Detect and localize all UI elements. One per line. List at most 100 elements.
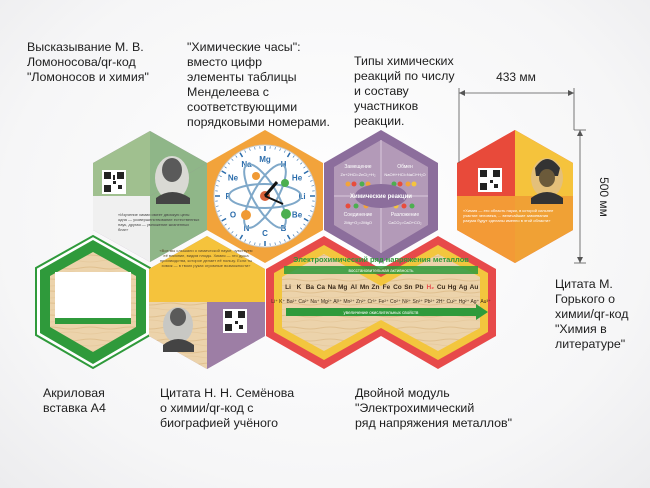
clock-tick [303, 170, 309, 175]
qr-code-icon[interactable] [478, 168, 502, 192]
clock-tick [274, 147, 276, 150]
electro-metal-symbol: Li [285, 284, 291, 291]
clock-element-label: He [292, 174, 303, 183]
lomonosov-portrait [155, 156, 190, 204]
electro-metal-symbol: Zn [372, 284, 380, 291]
reaction-q1-formula: Zn+2HCl=ZnCl₂+H₂ [340, 172, 375, 177]
hex-reactions: Замещение Zn+2HCl=ZnCl₂+H₂ Обмен NaOH+HC… [324, 130, 438, 263]
electro-metal-symbol: H₂ [426, 284, 434, 291]
electro-metal-symbol: Al [350, 284, 357, 291]
clock-tick [292, 155, 295, 158]
electro-metal-symbol: Au [470, 284, 479, 291]
electro-metal-symbol: K [297, 284, 302, 291]
hex-semenov: «Все мы слышали о химической науке, чувс… [149, 236, 265, 369]
clock-element-label: O [230, 211, 236, 220]
clock-tick [221, 217, 227, 222]
caption-double: Двойной модуль "Электрохимический ряд на… [355, 386, 513, 430]
height-label: 500 мм [597, 177, 611, 217]
clock-element-label: C [262, 229, 268, 238]
clock-tick [311, 205, 314, 207]
clock-tick [279, 148, 281, 151]
hex-gorky: «Химия — это область науки, в которой си… [457, 130, 573, 263]
electro-metal-symbol: Hg [448, 284, 457, 291]
clock-tick [231, 231, 234, 234]
clock-tick [224, 223, 227, 226]
width-label: 433 мм [496, 70, 536, 84]
electro-metal-symbol: Sn [404, 284, 412, 291]
clock-tick [308, 175, 311, 177]
caption-reactions: Типы химических реакций по числу и соста… [354, 54, 455, 128]
electro-arrow-bottom: увеличение окислительных свойств [344, 309, 420, 315]
clock-tick [292, 234, 295, 237]
electro-arrow-top: восстановительная активность [349, 268, 415, 273]
electro-row-ions: Li⁺ K⁺ Ba²⁺ Ca²⁺ Na⁺ Mg²⁺ Al³⁺ Mn²⁺ Zn²⁺… [271, 299, 491, 305]
clock-tick [254, 242, 256, 245]
caption-lomonosov: Высказывание М. В. Ломоносова/qr-код "Ло… [27, 40, 149, 84]
clock-tick [224, 166, 227, 169]
clock-tick [227, 227, 230, 230]
electro-metal-symbol: Fe [383, 284, 391, 291]
clock-tick [235, 234, 238, 237]
clock-tick [249, 148, 251, 151]
hex-double-module: Электрохимический ряд напряжения металло… [266, 236, 496, 369]
reaction-q3-label: Соединение [344, 212, 373, 218]
clock-tick [217, 180, 220, 182]
electro-arrow [286, 304, 488, 320]
clock-tick [217, 210, 220, 212]
clock-element-label: N [244, 224, 250, 233]
dimension-width [458, 88, 575, 163]
clock-tick [303, 166, 306, 169]
clock-tick [296, 158, 299, 161]
caption-semenov: Цитата Н. Н. Семёнова о химии/qr-код с б… [160, 386, 295, 430]
electro-metal-symbol: Cu [437, 284, 446, 291]
molecule-dots [345, 181, 417, 209]
reaction-q1-label: Замещение [344, 164, 371, 170]
clock-tick [303, 217, 309, 222]
reaction-q2-label: Обмен [397, 164, 413, 170]
clock-tick [296, 231, 299, 234]
clock-tick [274, 242, 276, 245]
clock-tick [221, 170, 227, 175]
qr-code-icon[interactable] [223, 309, 247, 333]
clock-element-label: Ne [228, 174, 239, 183]
clock-tick [284, 150, 286, 153]
clock-tick [235, 155, 238, 158]
acrylic-insert [55, 272, 131, 318]
clock-tick [239, 234, 244, 240]
clock-tick [286, 234, 291, 240]
clock-tick [284, 239, 286, 242]
electro-metal-symbol: Ba [306, 284, 315, 291]
reactions-center-title: Химические реакции [350, 194, 412, 200]
clock-tick [279, 241, 281, 244]
clock-tick [308, 215, 311, 217]
clock-element-label: Mg [259, 155, 271, 164]
hex-acrylic [35, 234, 151, 370]
electro-metal-symbol: Ca [317, 284, 326, 291]
hex-lomonosov: «Изучение химии имеет двоякую цель: одна… [93, 131, 207, 262]
clock-tick [310, 180, 313, 182]
clock-minute-hand [264, 195, 284, 205]
clock-tick [300, 162, 303, 165]
reaction-q2-formula: NaOH+HCl=NaCl+H₂O [384, 172, 425, 177]
clock-tick [244, 239, 246, 242]
clock-tick [216, 185, 219, 187]
qr-code-icon[interactable] [102, 170, 126, 194]
dimension-height [574, 129, 586, 264]
electro-metal-symbol: Mn [360, 284, 369, 291]
clock-tick [286, 152, 291, 158]
clock-ticks [215, 146, 315, 246]
gorky-portrait [531, 158, 563, 204]
clock-tick [239, 152, 244, 158]
clock-tick [219, 175, 222, 177]
reaction-q4-formula: CaCO₃=CaO+CO₂ [388, 220, 422, 225]
reaction-q3-formula: 2Mg+O₂=2MgO [344, 220, 372, 225]
electro-metal-symbol: Ag [459, 284, 468, 291]
caption-acrylic: Акриловая вставка А4 [43, 386, 106, 415]
clock-hour-hand [263, 181, 279, 197]
reaction-q4-label: Разложение [391, 212, 420, 218]
gorky-quote-text: «Химия — это область науки, в которой си… [463, 208, 554, 223]
clock-element-label: Be [292, 211, 303, 220]
lomonosov-quote-text: «Изучение химии имеет двоякую цель: одна… [118, 212, 200, 232]
